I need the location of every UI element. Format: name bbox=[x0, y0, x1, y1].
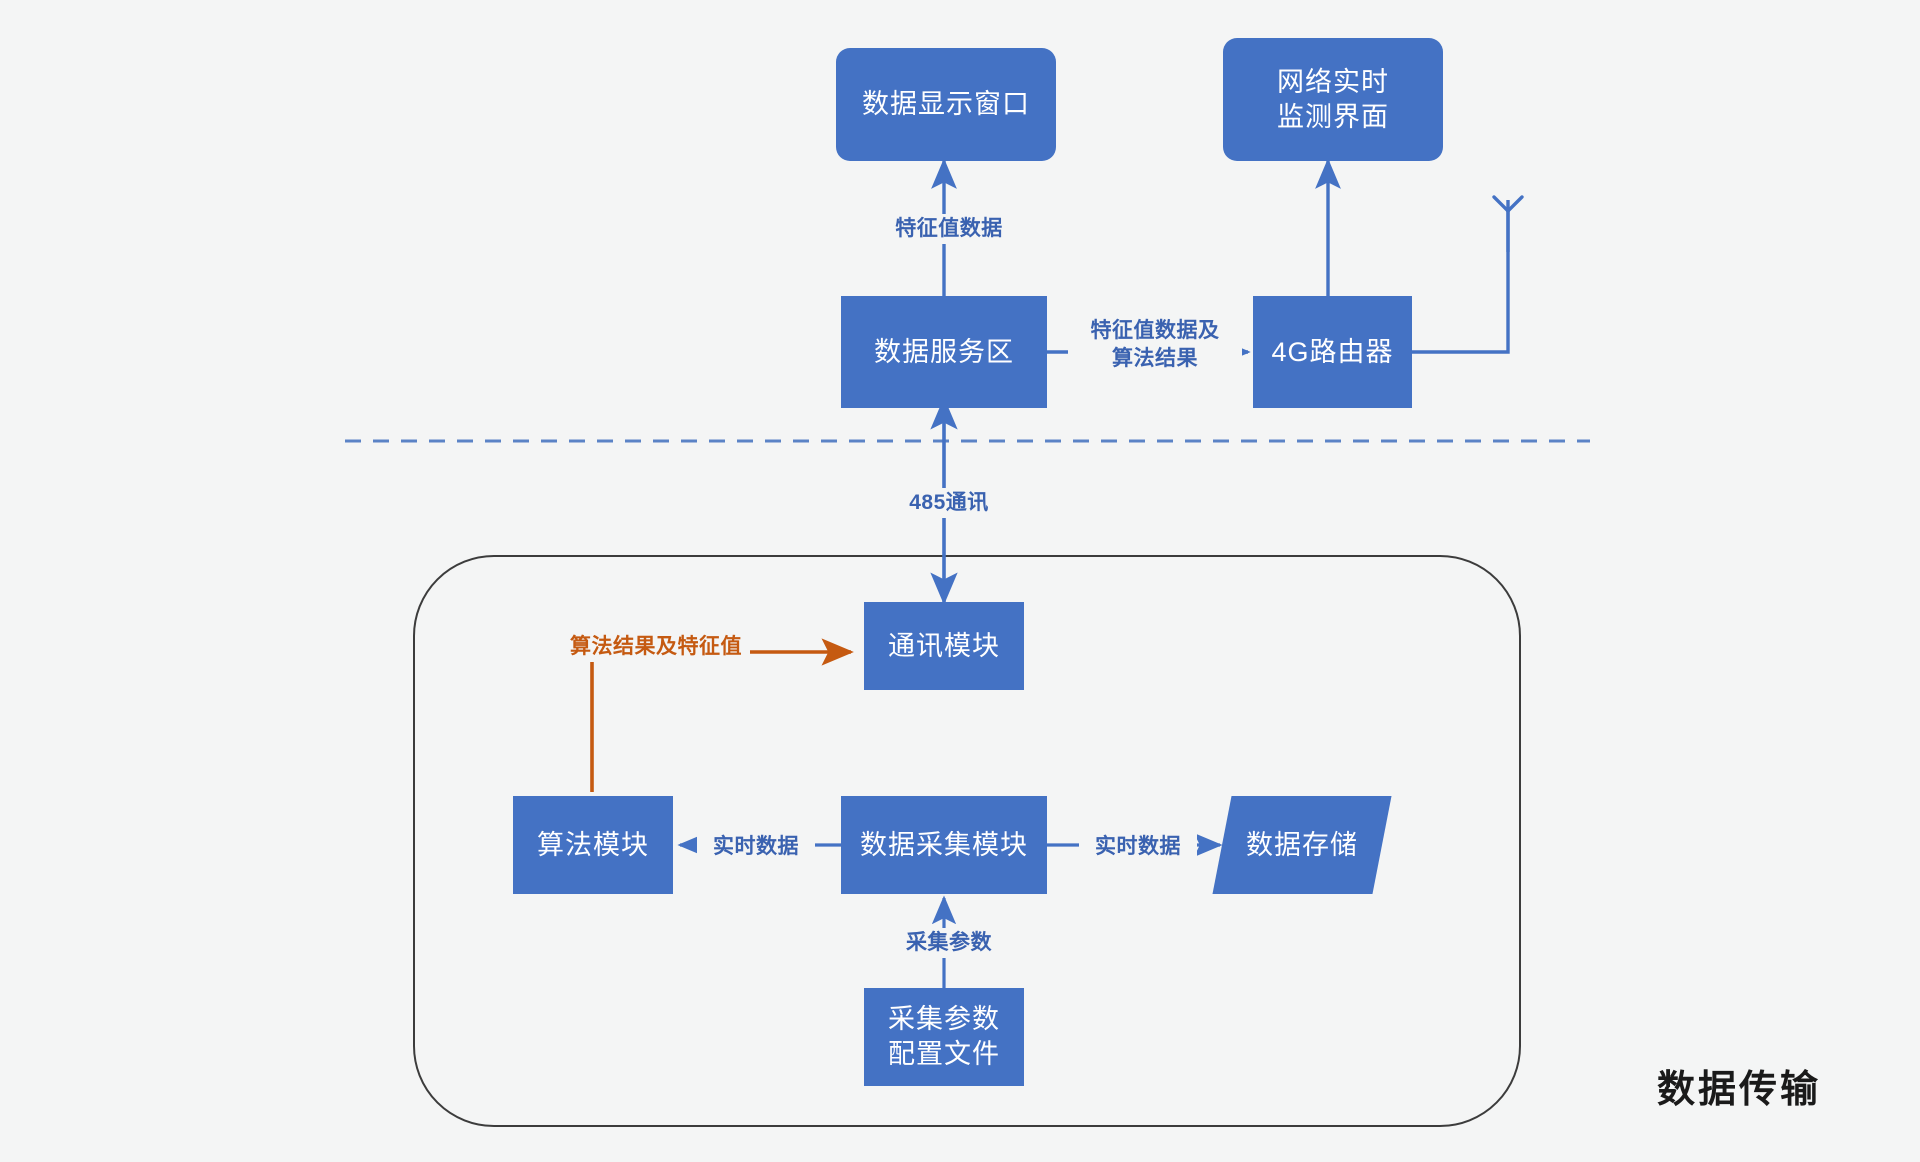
node-data-storage[interactable]: 数据存储 bbox=[1212, 796, 1392, 894]
connector-router-to-antenna bbox=[1412, 210, 1510, 354]
edge-label-realtime-data-right: 实时数据 bbox=[1079, 832, 1197, 863]
node-acquisition-config-file[interactable]: 采集参数 配置文件 bbox=[864, 988, 1024, 1086]
node-algorithm-module[interactable]: 算法模块 bbox=[513, 796, 673, 894]
device-group-outline bbox=[413, 555, 1521, 1127]
edge-label-acquisition-parameters: 采集参数 bbox=[890, 928, 1008, 959]
node-4g-router[interactable]: 4G路由器 bbox=[1253, 296, 1412, 408]
wireless-antenna-icon bbox=[1492, 195, 1524, 252]
edge-label-485-communication: 485通讯 bbox=[890, 488, 1008, 519]
diagram-title: 数据传输 bbox=[1657, 1069, 1822, 1111]
edge-label-feature-value-data: 特征值数据 bbox=[880, 214, 1018, 245]
node-data-display-window[interactable]: 数据显示窗口 bbox=[836, 48, 1056, 161]
edge-label-algo-result-and-feature-value: 算法结果及特征值 bbox=[562, 632, 750, 663]
node-communication-module[interactable]: 通讯模块 bbox=[864, 602, 1024, 690]
connector-algo-to-comm bbox=[590, 638, 854, 792]
node-network-realtime-monitor[interactable]: 网络实时 监测界面 bbox=[1223, 38, 1443, 161]
edge-label-feature-value-and-algo-result: 特征值数据及 算法结果 bbox=[1068, 316, 1242, 375]
edge-label-realtime-data-left: 实时数据 bbox=[697, 832, 815, 863]
node-data-service-area[interactable]: 数据服务区 bbox=[841, 296, 1047, 408]
node-data-acquisition-module[interactable]: 数据采集模块 bbox=[841, 796, 1047, 894]
node-data-storage-label: 数据存储 bbox=[1246, 829, 1358, 860]
